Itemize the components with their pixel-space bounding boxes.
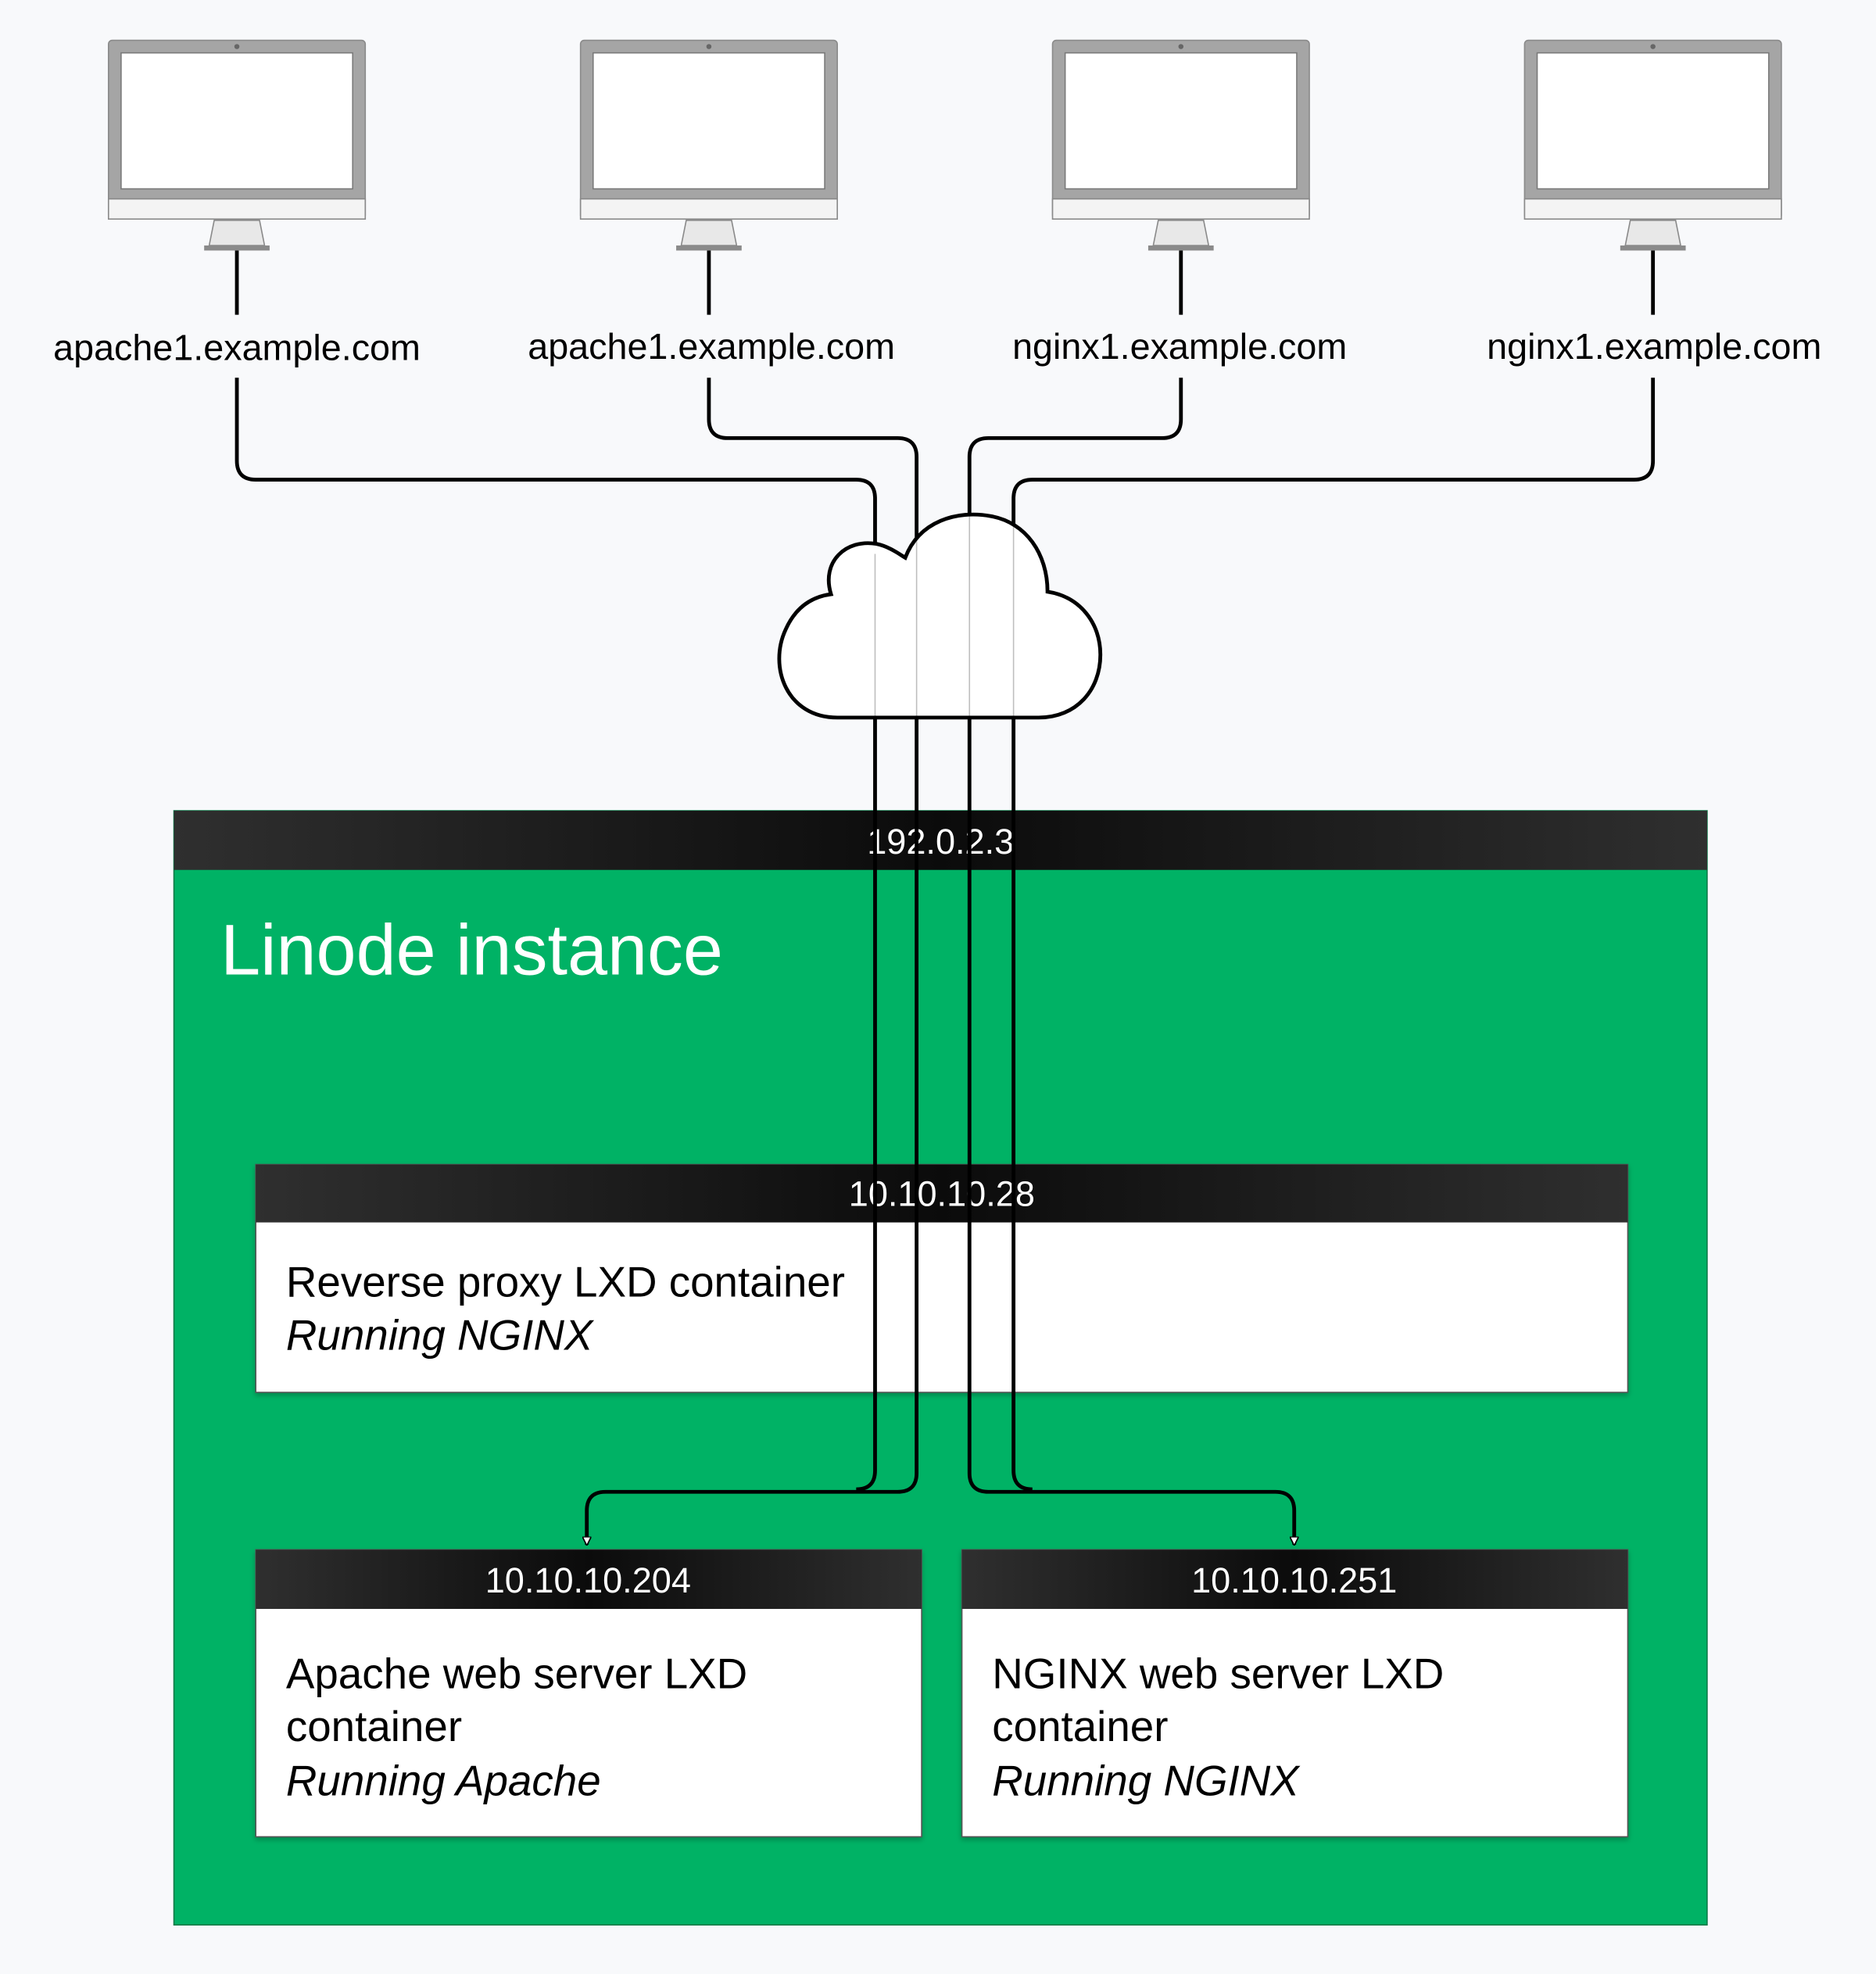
client-label-2: apache1.example.com <box>528 326 895 367</box>
connector-client-4 <box>1011 378 1656 1492</box>
client-monitor-2 <box>579 39 838 251</box>
linode-title: Linode instance <box>220 910 723 990</box>
nginx-title-line1: NGINX web server LXD <box>992 1649 1444 1697</box>
connector-client-1 <box>234 378 877 1492</box>
monitor-icon <box>1051 39 1310 251</box>
nginx-ip: 10.10.10.251 <box>1191 1560 1397 1600</box>
nginx-subtitle: Running NGINX <box>992 1756 1301 1804</box>
client-label-1: apache1.example.com <box>53 328 421 368</box>
cloud-icon <box>777 512 1103 720</box>
apache-ip-bar: 10.10.10.204 <box>256 1549 922 1610</box>
reverse-proxy-ip-bar: 10.10.10.28 <box>256 1164 1628 1223</box>
apache-title-line1: Apache web server LXD <box>286 1649 747 1697</box>
client-monitor-3 <box>1051 39 1310 251</box>
reverse-proxy-title: Reverse proxy LXD container <box>286 1258 845 1306</box>
nginx-ip-bar: 10.10.10.251 <box>961 1549 1628 1610</box>
internet-cloud <box>777 512 1103 720</box>
monitor-icon <box>579 39 838 251</box>
apache-subtitle: Running Apache <box>286 1756 601 1804</box>
nginx-title-line2: container <box>992 1702 1168 1750</box>
client-monitor-1 <box>107 39 367 251</box>
linode-ip-bar: 192.0.2.3 <box>174 811 1707 870</box>
connector-client-3 <box>967 378 1294 1545</box>
reverse-proxy-ip: 10.10.10.28 <box>849 1174 1035 1214</box>
monitor-icon <box>1523 39 1782 251</box>
apache-title-line2: container <box>286 1702 462 1750</box>
client-label-4: nginx1.example.com <box>1487 326 1821 367</box>
connector-client-2 <box>587 378 919 1545</box>
client-label-3: nginx1.example.com <box>1012 326 1347 367</box>
connection-lines <box>234 378 1656 1545</box>
client-monitor-4 <box>1523 39 1782 251</box>
monitor-icon <box>107 39 367 251</box>
monitor-stems <box>234 250 1656 315</box>
apache-ip: 10.10.10.204 <box>485 1560 691 1600</box>
reverse-proxy-subtitle: Running NGINX <box>286 1310 595 1359</box>
linode-ip: 192.0.2.3 <box>867 822 1014 862</box>
